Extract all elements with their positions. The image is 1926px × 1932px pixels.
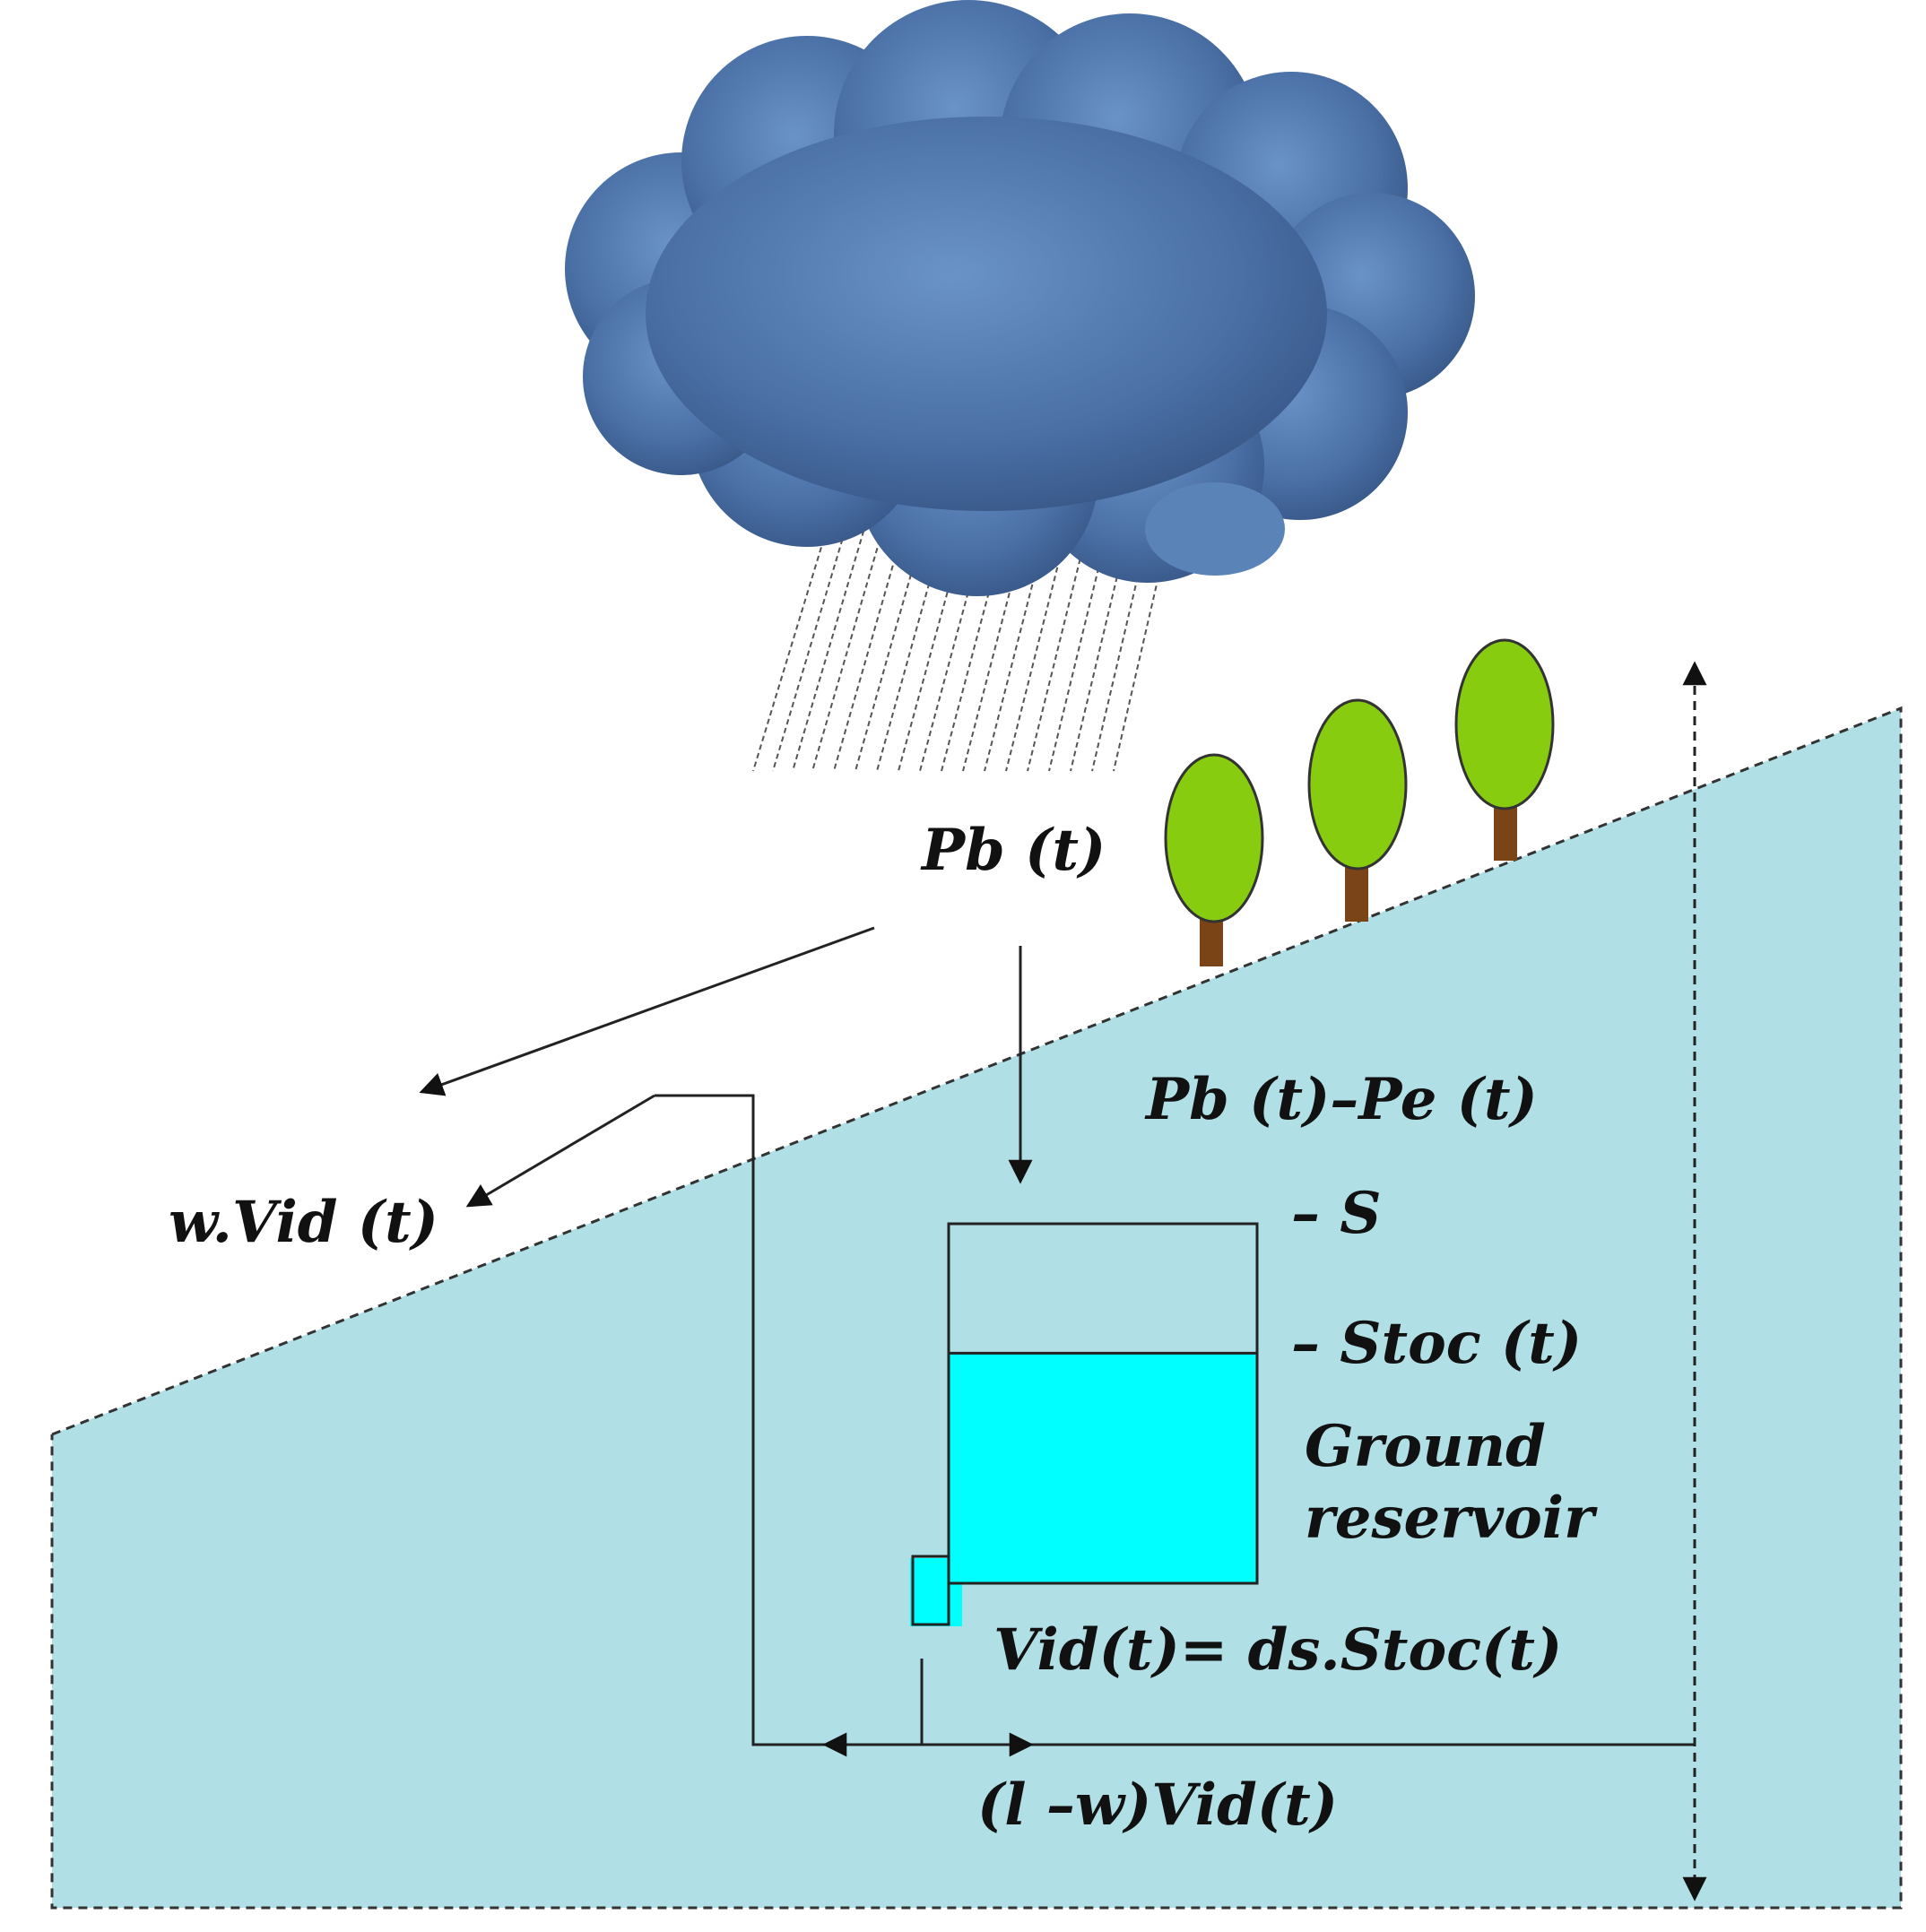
label-vid-equation: Vid(t)= ds.Stoc(t) <box>993 1616 1562 1684</box>
hillside-outline <box>50 706 1903 1910</box>
tree-icon <box>1307 698 1408 922</box>
label-ground-reservoir-line1: Ground <box>1305 1413 1546 1480</box>
reservoir-outlet-outline <box>911 1555 950 1626</box>
runoff-arrow <box>419 926 875 1096</box>
rain-lines <box>752 358 1210 772</box>
label-s: – S <box>1291 1180 1382 1247</box>
reservoir-tank <box>947 1222 1259 1585</box>
label-pb-minus-pe: Pb (t)–Pe (t) <box>1144 1066 1538 1133</box>
label-w-vid: w.Vid (t) <box>169 1189 438 1256</box>
tree-icon <box>1164 753 1264 966</box>
reservoir-water <box>949 1353 1257 1583</box>
tree-icon <box>1454 638 1555 861</box>
label-stoc: – Stoc (t) <box>1291 1310 1582 1377</box>
flow-path-line <box>655 1094 1695 1746</box>
reservoir-outlet <box>910 1558 962 1626</box>
hillside-ground <box>52 708 1901 1908</box>
label-pb: Pb (t) <box>920 817 1106 884</box>
w-vid-arrow <box>465 1094 655 1208</box>
label-ground-reservoir-line2: reservoir <box>1305 1485 1598 1552</box>
label-one-minus-w-vid: (l –w)Vid(t) <box>977 1772 1338 1839</box>
cloud-icon <box>565 0 1475 596</box>
